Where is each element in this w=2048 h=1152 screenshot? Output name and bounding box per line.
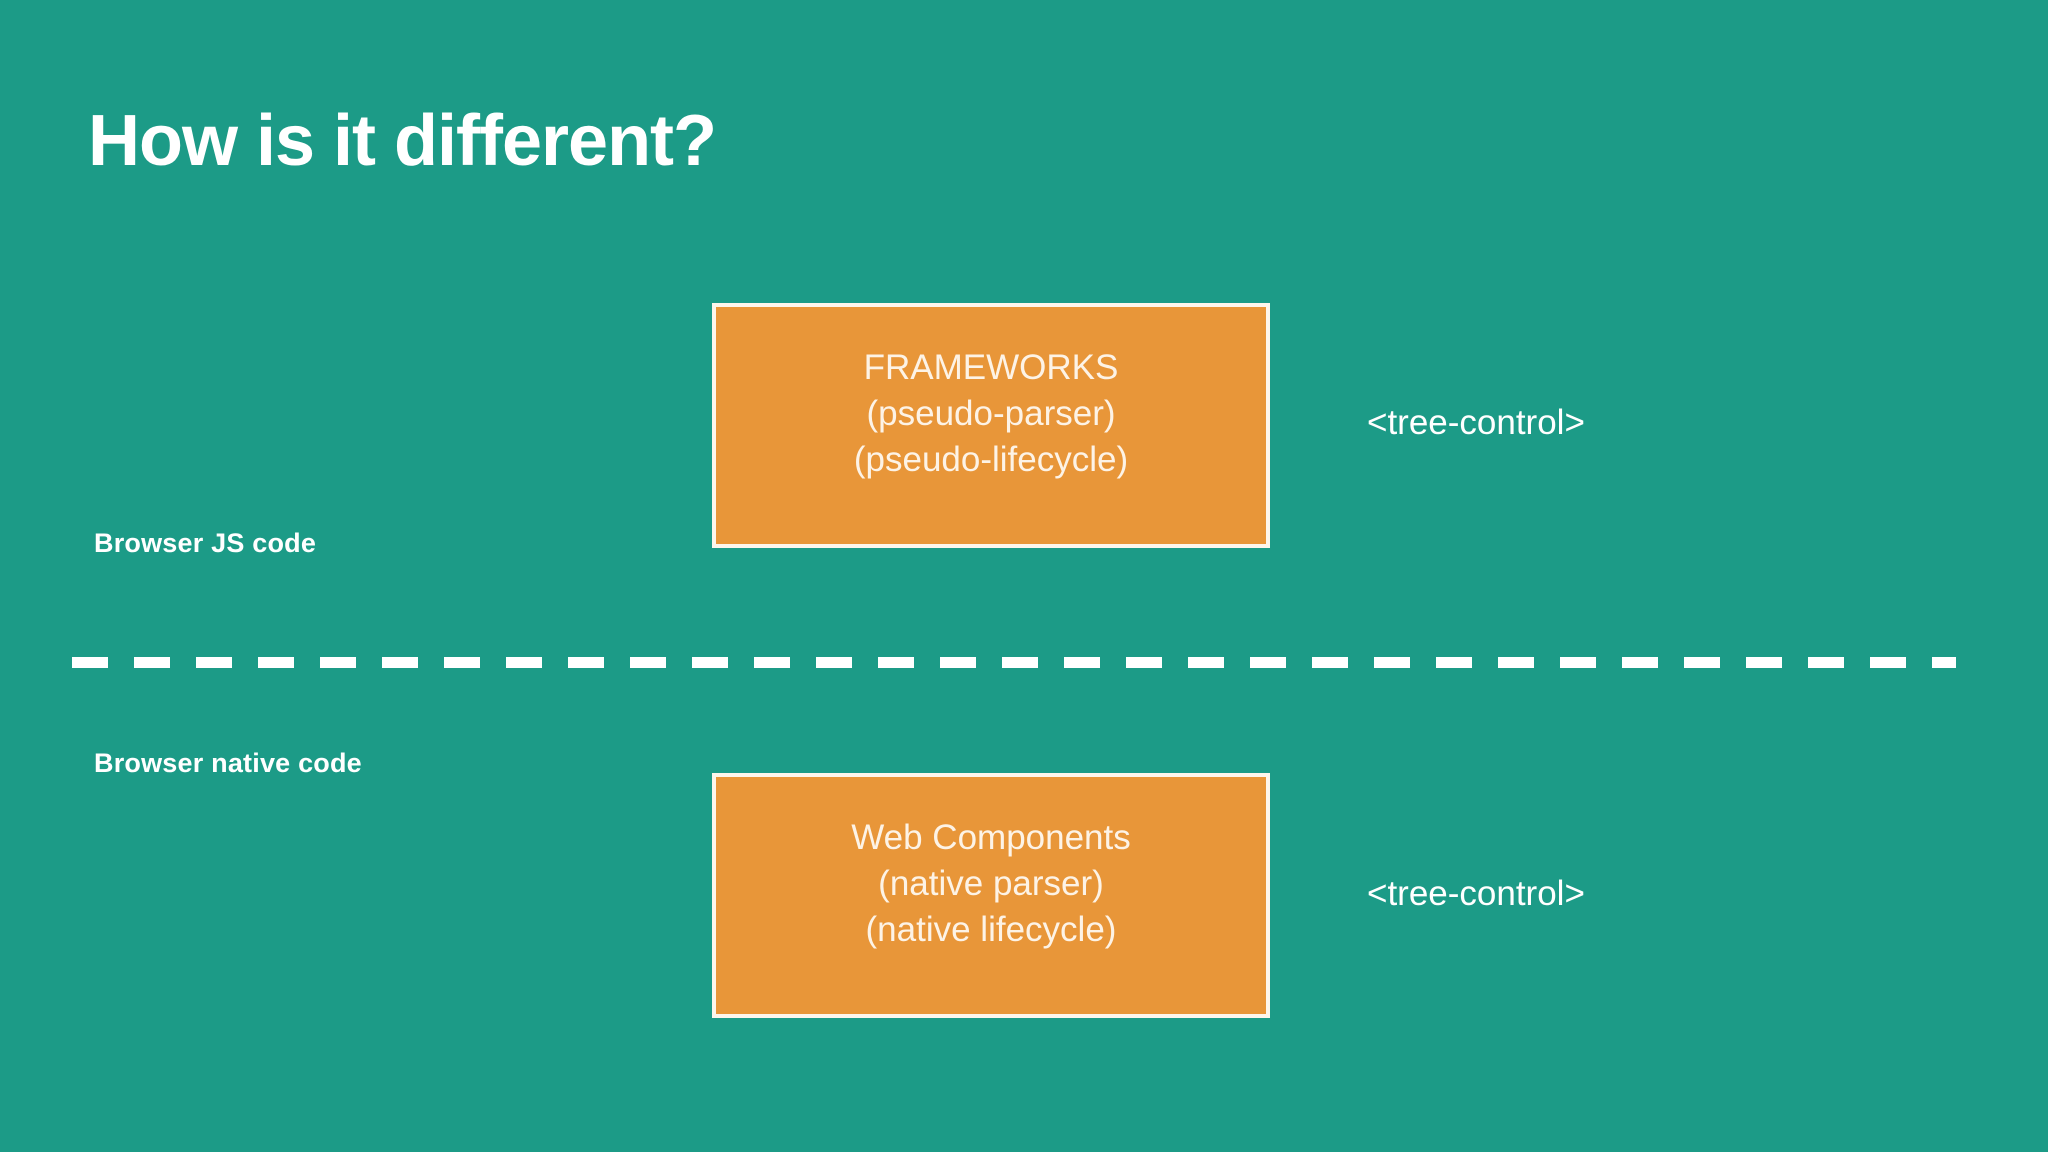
web-components-box-text: Web Components (native parser) (native l…: [716, 815, 1266, 953]
frameworks-box: FRAMEWORKS (pseudo-parser) (pseudo-lifec…: [712, 303, 1270, 548]
tree-control-tag-top: <tree-control>: [1367, 403, 1585, 442]
web-components-box-line-1: Web Components: [851, 818, 1131, 857]
page-title: How is it different?: [88, 101, 717, 181]
frameworks-box-line-1: FRAMEWORKS: [863, 348, 1119, 387]
lane-label-browser-native-code: Browser native code: [94, 748, 362, 778]
frameworks-box-text: FRAMEWORKS (pseudo-parser) (pseudo-lifec…: [716, 345, 1266, 483]
frameworks-box-line-2: (pseudo-parser): [866, 394, 1116, 433]
web-components-box-line-3: (native lifecycle): [865, 910, 1117, 949]
web-components-box: Web Components (native parser) (native l…: [712, 773, 1270, 1018]
web-components-box-line-2: (native parser): [878, 864, 1104, 903]
tree-control-tag-bottom: <tree-control>: [1367, 874, 1585, 913]
lane-label-browser-js-code: Browser JS code: [94, 528, 317, 558]
frameworks-box-line-3: (pseudo-lifecycle): [853, 440, 1129, 479]
dashed-divider: [72, 657, 1956, 668]
